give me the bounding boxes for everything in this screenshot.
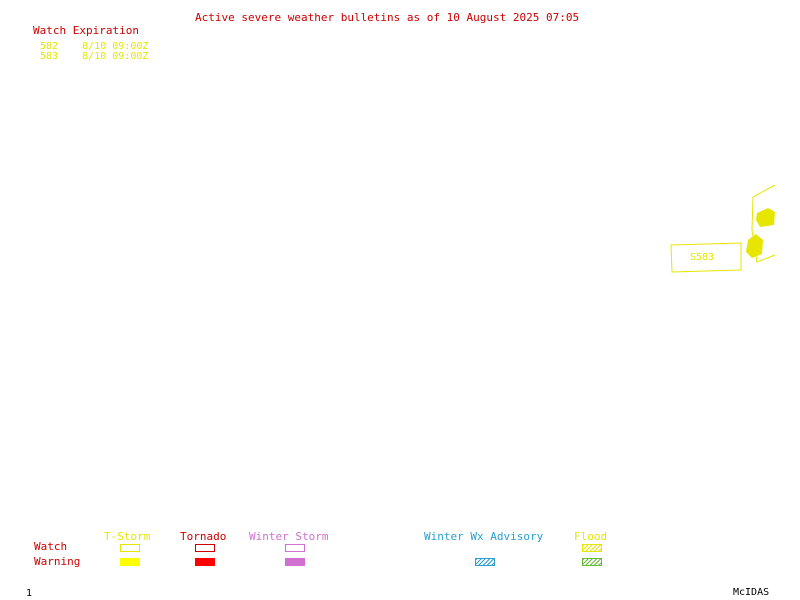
- legend-winter-wx-advisory-swatch: [475, 558, 495, 566]
- legend-tornado-watch-swatch: [195, 544, 215, 552]
- watch-expiration-header: Watch Expiration: [33, 24, 139, 37]
- legend-tstorm-label: T-Storm: [104, 530, 151, 543]
- watch-expires: 8/10 09:00Z: [82, 51, 149, 62]
- legend-row-watch: Watch: [34, 540, 68, 553]
- watch-list-item: 582 8/10 09:00Z: [40, 42, 148, 52]
- legend-tornado-warning-swatch: [195, 558, 215, 566]
- warning-area: [746, 208, 775, 258]
- watch-id: 583: [40, 51, 59, 62]
- watch-polygon-582: [751, 184, 776, 263]
- legend-winter-storm-warning-swatch: [285, 558, 305, 566]
- watch-list-item: 583 8/10 09:00Z: [40, 52, 148, 62]
- watch-box-583-outline: [670, 242, 742, 273]
- legend-tstorm-watch-swatch: [120, 544, 140, 552]
- bulletin-title: Active severe weather bulletins as of 10…: [195, 11, 580, 24]
- legend-winter-wx-advisory-label: Winter Wx Advisory: [424, 530, 544, 543]
- legend-row-warning: Warning: [34, 555, 81, 568]
- legend-flood-watch-swatch: [582, 544, 602, 552]
- legend-winter-storm-watch-swatch: [285, 544, 305, 552]
- legend-winter-storm-label: Winter Storm: [249, 530, 329, 543]
- watch-id: 582: [40, 41, 59, 52]
- legend-tstorm-warning-swatch: [120, 558, 140, 566]
- legend-flood-warning-swatch: [582, 558, 602, 566]
- frame-number: 1: [26, 588, 33, 599]
- legend-flood-label: Flood: [574, 530, 608, 543]
- watch-expires: 8/10 09:00Z: [82, 41, 149, 52]
- watch-box-label: S583: [690, 252, 715, 263]
- legend-tornado-label: Tornado: [180, 530, 227, 543]
- mcidas-brand: McIDAS: [733, 587, 770, 598]
